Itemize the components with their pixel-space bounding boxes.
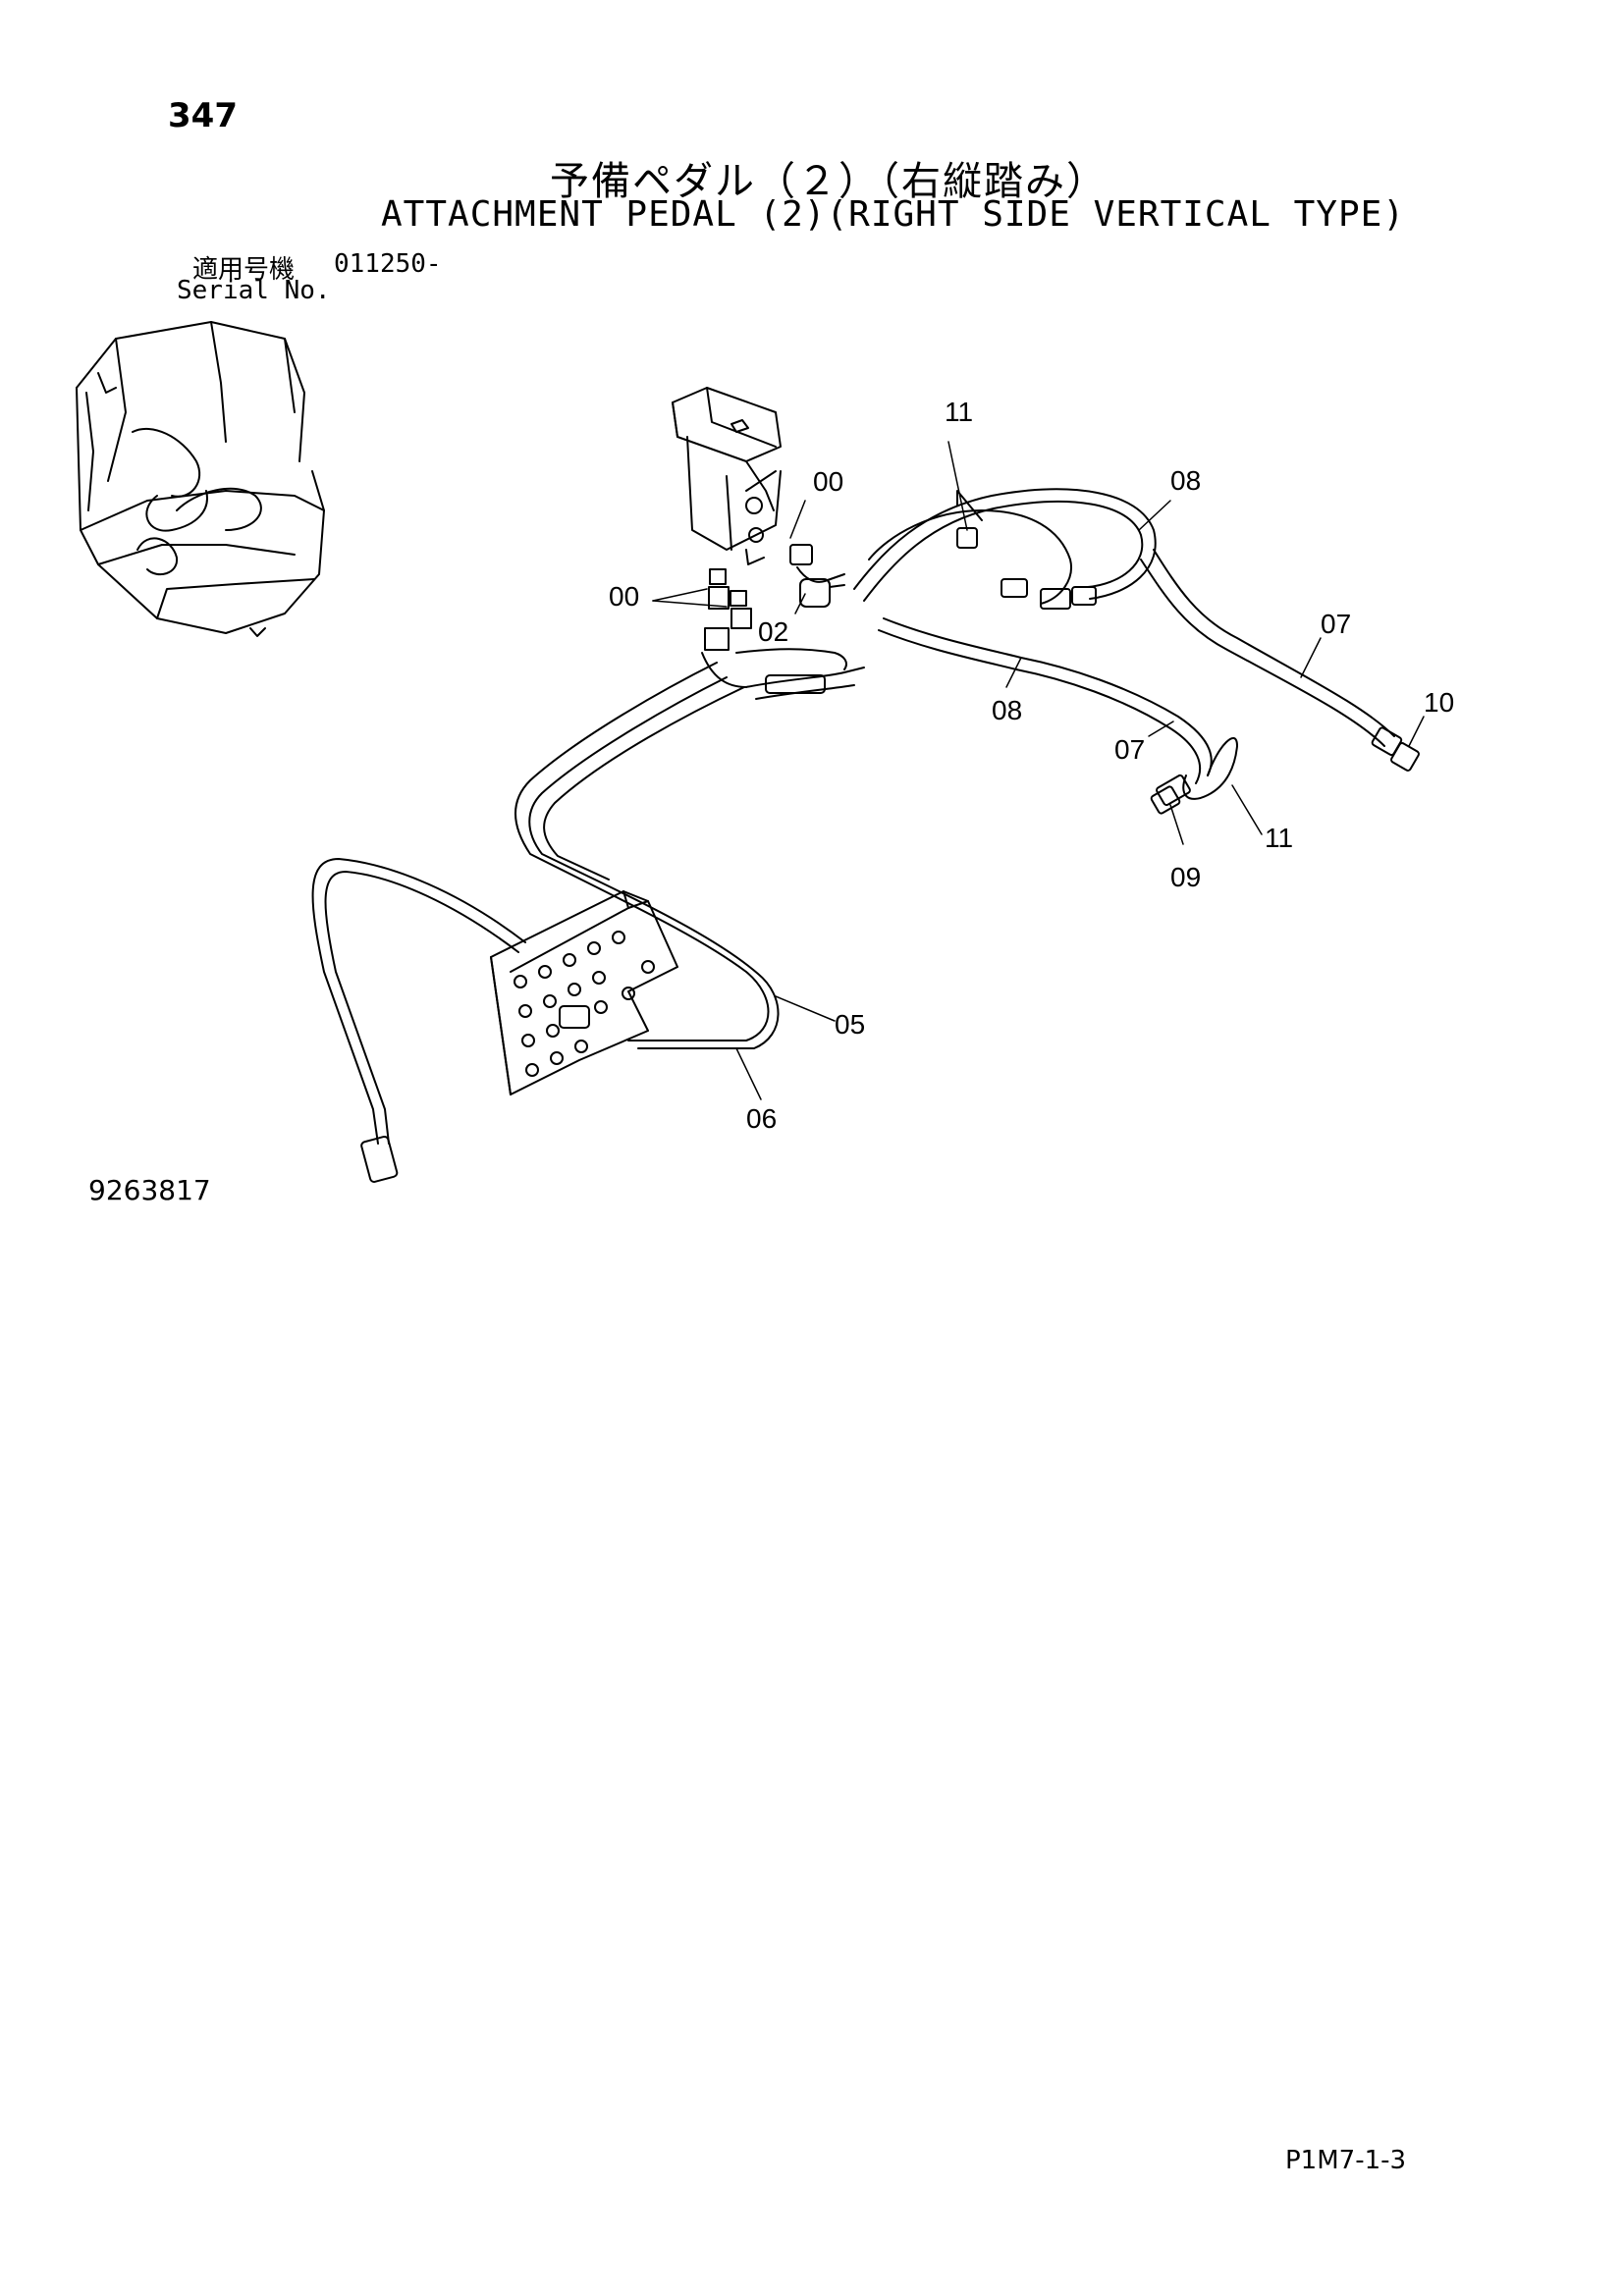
callout-08-mid: 08 <box>992 695 1023 725</box>
fittings <box>701 544 845 688</box>
callout-11-top: 11 <box>945 397 974 427</box>
leader-lines <box>652 441 1425 1100</box>
hose-left-loop <box>311 858 526 1183</box>
callout-00-left: 00 <box>609 581 640 612</box>
mounting-plate <box>490 890 678 1095</box>
hose-right-loops <box>853 488 1420 815</box>
callout-02: 02 <box>758 616 789 647</box>
callout-10: 10 <box>1424 687 1455 718</box>
title-japanese: 予備ペダル（２）（右縦踏み） <box>550 159 1108 204</box>
excavator-cab-thumbnail <box>76 321 325 637</box>
drawing-number: 9263817 <box>88 1174 211 1206</box>
page-code: P1M7-1-3 <box>1285 2146 1407 2175</box>
callout-05: 05 <box>835 1009 866 1040</box>
callout-07-mid: 07 <box>1114 734 1146 765</box>
callout-09: 09 <box>1170 862 1202 892</box>
serial-value: 011250- <box>334 249 442 279</box>
page-number: 347 <box>168 96 238 135</box>
callout-08-top: 08 <box>1170 465 1202 496</box>
callout-00-top: 00 <box>813 466 844 497</box>
serial-label-japanese: 適用号機 <box>192 255 296 285</box>
callout-06: 06 <box>746 1103 778 1134</box>
callout-11-bottom: 11 <box>1265 823 1294 853</box>
serial-label-english: Serial No. <box>177 276 331 305</box>
callout-07-right: 07 <box>1321 609 1352 639</box>
title-english: ATTACHMENT PEDAL (2)(RIGHT SIDE VERTICAL… <box>381 194 1405 235</box>
pedal-valve <box>672 387 782 565</box>
hose-main-run <box>514 648 865 1049</box>
